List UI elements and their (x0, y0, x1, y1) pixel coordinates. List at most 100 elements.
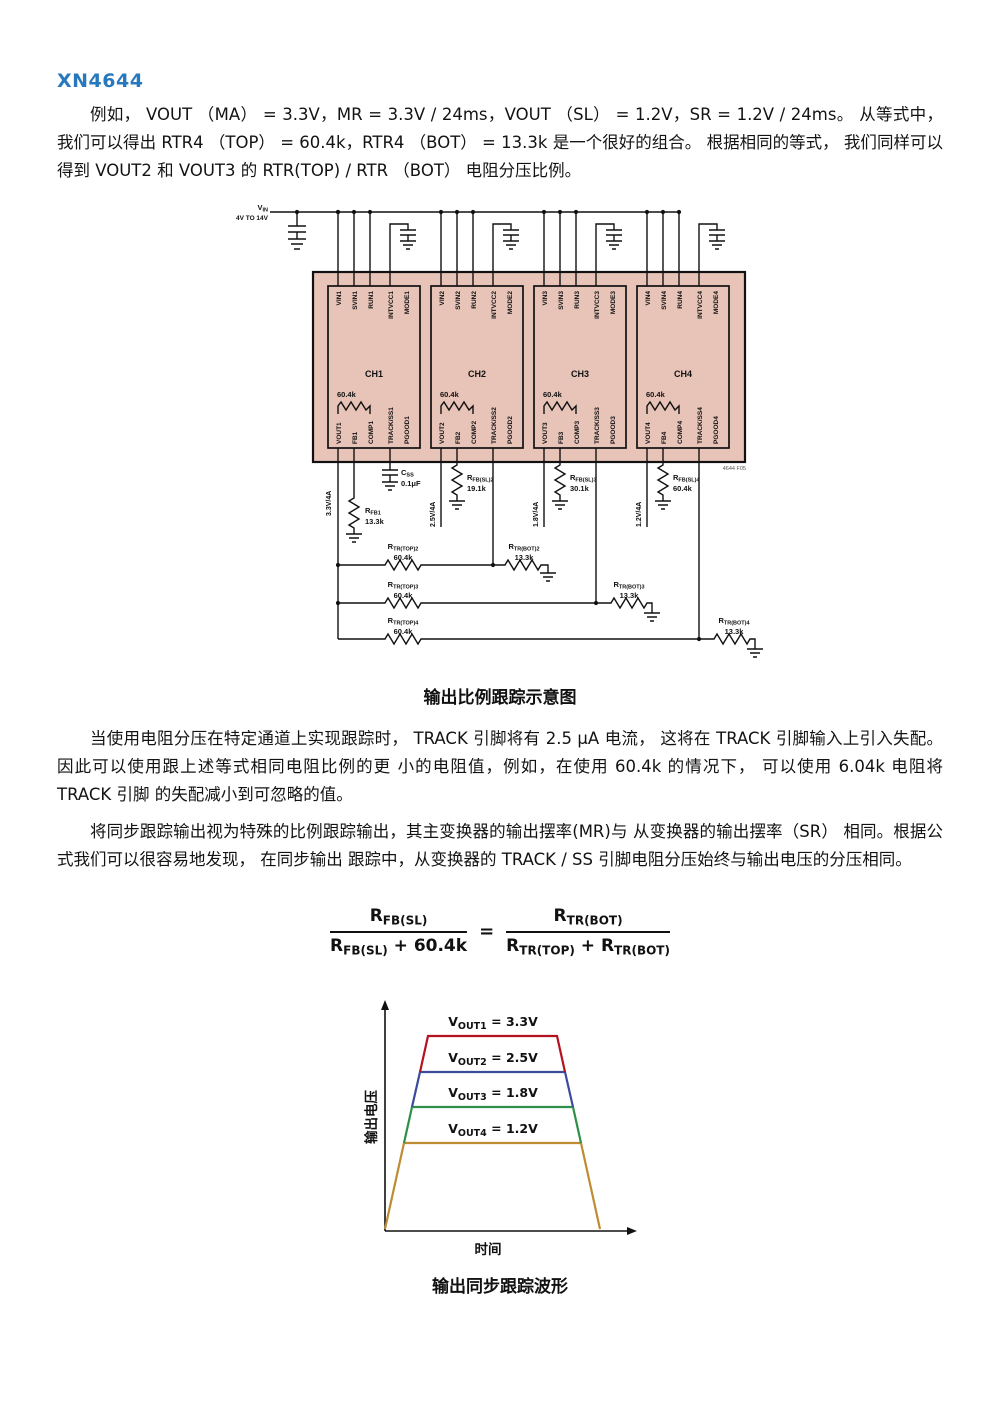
channel-name: CH1 (365, 369, 383, 379)
track-bot-resistor-label: RTR(BOT)3 (613, 580, 644, 591)
bottom-pin-label: FB3 (558, 431, 565, 444)
bottom-pin-label: PGOOD4 (713, 416, 720, 444)
top-pin-label: MODE3 (610, 291, 617, 315)
formula-sub: TR(BOT) (614, 943, 670, 957)
figure-ref: 4644 F05 (723, 466, 746, 472)
top-pin-label: RUN1 (368, 291, 375, 309)
fb-resistor-label: RFB(SL)3 (570, 473, 597, 484)
top-pin-label: SVIN3 (558, 291, 565, 310)
vin-range-label: 4V TO 14V (236, 215, 269, 222)
top-pin-label: RUN4 (677, 291, 684, 309)
waveform-label-vout4: VOUT4 = 1.2V (448, 1121, 538, 1139)
waveform-vout3 (402, 1105, 583, 1144)
paragraph-3: 将同步跟踪输出视为特殊的比例跟踪输出，其主变换器的输出摆率(MR)与 从变换器的… (57, 822, 943, 869)
top-pin-label: SVIN2 (455, 291, 462, 310)
output-rail-label: 1.2V/4A (636, 502, 643, 527)
top-pin-label: MODE2 (507, 291, 514, 315)
top-pin-label: INTVCC4 (697, 291, 704, 319)
top-pin-label: VIN4 (645, 291, 652, 306)
vin-label: VIN (257, 203, 268, 214)
bottom-pin-label: COMP2 (471, 421, 478, 445)
track-top-resistor-label: RTR(TOP)4 (388, 616, 420, 627)
fb-resistor-label: RFB(SL)2 (467, 473, 494, 484)
channel-name: CH4 (674, 369, 692, 379)
top-pin-label: RUN2 (471, 291, 478, 309)
top-pin-label: MODE1 (404, 291, 411, 315)
fb-resistor-value: 13.3k (365, 517, 385, 526)
fb-resistor-value: 60.4k (673, 484, 693, 493)
paragraph-1: 例如， VOUT （MA） = 3.3V，MR = 3.3V / 24ms，VO… (57, 105, 943, 180)
fb-resistor-label: RFB(SL)4 (673, 473, 700, 484)
paragraph-2: 当使用电阻分压在特定通道上实现跟踪时， TRACK 引脚将有 2.5 μA 电流… (57, 729, 943, 804)
fb-resistor-value: 19.1k (467, 484, 487, 493)
internal-res-value: 60.4k (440, 390, 460, 399)
channel-name: CH3 (571, 369, 589, 379)
bottom-pin-label: TRACK/SS3 (594, 407, 601, 444)
top-pin-label: VIN1 (336, 291, 343, 306)
waveform-label-vout1: VOUT1 = 3.3V (448, 1014, 538, 1032)
ic-block (311, 270, 747, 464)
formula-sub: TR(BOT) (566, 913, 623, 928)
page-title: XN4644 (57, 70, 144, 92)
internal-res-value: 60.4k (543, 390, 563, 399)
bottom-pin-label: VOUT2 (439, 422, 446, 444)
track-top-resistor-value: 60.4k (394, 627, 414, 636)
bottom-pin-label: VOUT4 (645, 422, 652, 444)
top-pin-label: SVIN4 (661, 291, 668, 310)
bottom-pin-label: COMP4 (677, 421, 684, 445)
track-top-resistor-label: RTR(TOP)3 (388, 580, 419, 591)
channel-2-labels: VIN2 SVIN2 RUN2 INTVCC2 MODE2 VOUT2 FB2 … (439, 291, 514, 444)
x-axis-arrow (627, 1227, 637, 1235)
output-rail-label: 2.5V/4A (430, 502, 437, 527)
bottom-pin-label: PGOOD2 (507, 416, 514, 444)
tracking-waveform-chart (381, 1000, 637, 1235)
waveform-caption: 输出同步跟踪波形 (432, 1277, 568, 1297)
bottom-pin-label: FB2 (455, 431, 462, 444)
y-axis-arrow (381, 1000, 389, 1010)
formula-sub: TR(TOP) (519, 943, 575, 957)
channel-3-labels: VIN3 SVIN3 RUN3 INTVCC3 MODE3 VOUT3 FB3 … (542, 291, 617, 444)
soft-start-cap-value: 0.1μF (401, 479, 421, 488)
waveform-vout4 (383, 1141, 602, 1230)
top-pin-label: INTVCC3 (594, 291, 601, 319)
equals-sign: = (479, 921, 495, 942)
formula-rhs: RTR(BOT) RTR(TOP) + RTR(BOT) (506, 906, 670, 957)
bottom-pin-label: PGOOD3 (610, 416, 617, 444)
y-axis-label: 输出电压 (364, 1090, 380, 1144)
bottom-pin-label: COMP3 (574, 421, 581, 445)
bottom-pin-label: VOUT1 (336, 422, 343, 444)
track-bot-resistor-value: 13.3k (620, 591, 640, 600)
formula-term: R (506, 935, 520, 956)
track-top-resistor-value: 60.4k (394, 553, 414, 562)
channel-4-labels: VIN4 SVIN4 RUN4 INTVCC4 MODE4 VOUT4 FB4 … (645, 291, 720, 444)
bottom-pin-label: TRACK/SS4 (697, 407, 704, 444)
formula-term: R (330, 935, 344, 956)
top-pin-label: VIN3 (542, 291, 549, 306)
formula-term: R (553, 906, 567, 926)
soft-start-cap-label: CSS (401, 468, 414, 479)
bottom-pin-label: PGOOD1 (404, 416, 411, 444)
x-axis-label: 时间 (474, 1242, 502, 1258)
track-bot-resistor-label: RTR(BOT)4 (718, 616, 750, 627)
formula-term: + 60.4k (387, 935, 468, 956)
formula-sub: FB(SL) (343, 943, 388, 957)
fb-resistor-value: 30.1k (570, 484, 590, 493)
formula-sub: FB(SL) (382, 913, 428, 928)
output-wiring (335, 209, 763, 658)
track-bot-resistor-value: 13.3k (515, 553, 535, 562)
channel-1-labels: VIN1 SVIN1 RUN1 INTVCC1 MODE1 VOUT1 FB1 … (336, 291, 411, 444)
track-bot-resistor-value: 13.3k (725, 627, 745, 636)
top-pin-label: INTVCC1 (388, 291, 395, 319)
internal-res-value: 60.4k (646, 390, 666, 399)
tracking-formula: RFB(SL) RFB(SL) + 60.4k = RTR(BOT) RTR(T… (0, 906, 1000, 957)
channel-name: CH2 (468, 369, 486, 379)
top-pin-label: MODE4 (713, 291, 720, 315)
waveform-vout1 (418, 1034, 567, 1073)
formula-term: R (369, 906, 383, 926)
track-top-resistor-label: RTR(TOP)2 (388, 542, 419, 553)
bottom-pin-label: TRACK/SS2 (491, 407, 498, 444)
waveform-vout2 (410, 1070, 575, 1108)
formula-term: + (574, 935, 601, 956)
top-pin-label: RUN3 (574, 291, 581, 309)
fb-resistor-label: RFB1 (365, 506, 381, 517)
